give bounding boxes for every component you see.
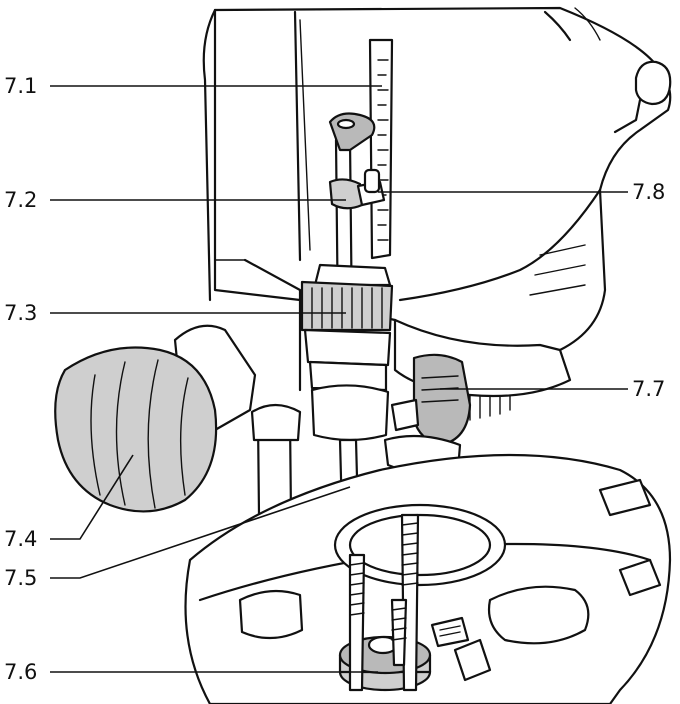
callout-label-7-3: 7.3 (4, 301, 37, 325)
turret-stop (338, 513, 470, 692)
fine-adjustment-wheel (300, 263, 394, 392)
callout-label-7-4: 7.4 (4, 527, 37, 551)
callout-label-7-1: 7.1 (4, 74, 37, 98)
callout-label-7-7: 7.7 (632, 377, 665, 401)
callout-label-7-2: 7.2 (4, 188, 37, 212)
handle-knob (54, 324, 257, 513)
router-base (184, 453, 672, 704)
leader-7-4 (50, 454, 134, 540)
callout-label-7-6: 7.6 (4, 660, 37, 684)
callout-label-7-5: 7.5 (4, 566, 37, 590)
callouts: 7.1 7.2 7.3 7.4 7.5 7.6 7.7 7.8 (4, 74, 665, 684)
leader-7-5 (50, 486, 351, 579)
depth-scale (368, 38, 394, 260)
callout-label-7-8: 7.8 (632, 180, 665, 204)
